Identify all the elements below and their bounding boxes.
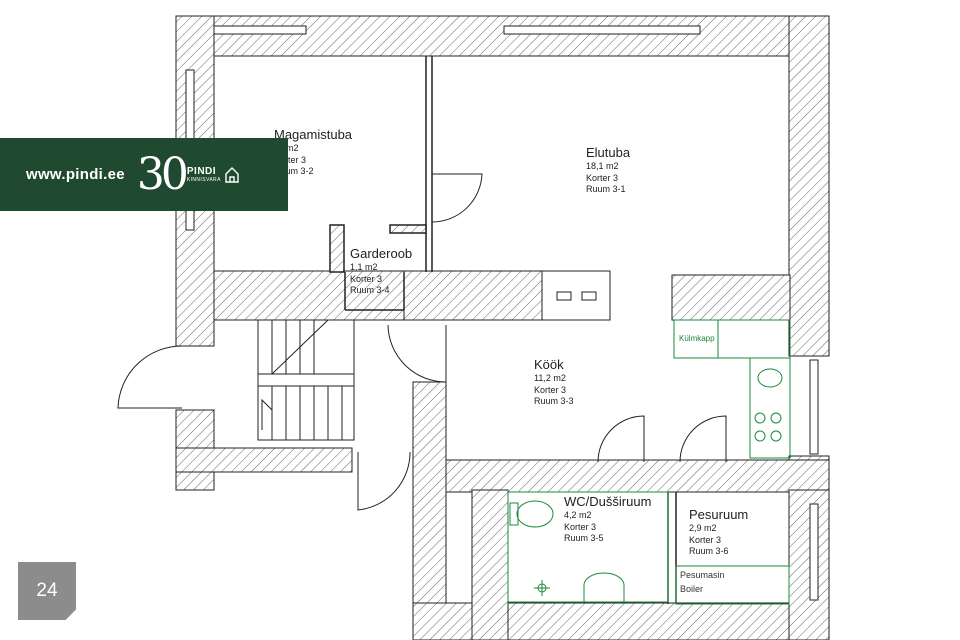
washer-label: Pesumasin	[680, 570, 725, 580]
room-apartment: Korter 3	[586, 172, 619, 183]
room-name: Köök	[534, 357, 564, 372]
room-label-kitchen: Köök 11,2 m2 Korter 3 Ruum 3-3	[534, 357, 574, 407]
kitchen-fixtures	[673, 319, 791, 459]
room-area: 11,2 m2	[534, 373, 566, 384]
logo-text: PINDI KINNISVARA	[187, 166, 221, 183]
wall-kitchen-right	[671, 274, 791, 321]
logo-subword: KINNISVARA	[186, 177, 221, 183]
website-link[interactable]: www.pindi.ee	[26, 166, 125, 183]
wall-bath-left	[471, 489, 509, 640]
fridge-label: Külmkapp	[679, 334, 715, 343]
toilet-tank	[509, 502, 519, 526]
room-apartment: Korter 3	[350, 273, 383, 284]
doors	[117, 173, 727, 511]
staircase	[257, 319, 355, 441]
brand-logo: 30 PINDI KINNISVARA	[136, 148, 239, 200]
room-label-living: Elutuba 18,1 m2 Korter 3 Ruum 3-1	[586, 145, 630, 195]
room-area: 2,9 m2	[689, 523, 717, 534]
house-icon	[225, 166, 239, 183]
room-number: Ruum 3-4	[350, 284, 390, 295]
room-apartment: Korter 3	[564, 521, 597, 532]
bath-sink	[583, 572, 625, 602]
room-label-laundry: Pesuruum 2,9 m2 Korter 3 Ruum 3-6	[689, 507, 748, 557]
room-name: Pesuruum	[689, 507, 749, 522]
counter	[717, 319, 791, 359]
window-right-lower	[809, 359, 819, 455]
window-top-right	[503, 25, 701, 35]
room-area: 4,2 m2	[564, 510, 592, 521]
shower-area	[507, 491, 669, 603]
window-right-bath	[809, 503, 819, 601]
wall-mid-horizontal-right	[403, 270, 543, 321]
stove-burner	[754, 412, 766, 424]
stove-burner	[770, 412, 782, 424]
wall-bottom-right	[788, 489, 830, 640]
stove-burner	[754, 430, 766, 442]
room-number: Ruum 3-5	[564, 532, 604, 543]
wall-chimney	[541, 270, 611, 321]
stove-burner	[770, 430, 782, 442]
wall-stair-bottom	[175, 447, 353, 473]
room-area: 18,1 m2	[586, 161, 619, 172]
room-label-wc: WC/Dušširuum 4,2 m2 Korter 3 Ruum 3-5	[564, 494, 651, 544]
wall-center-vertical	[412, 381, 447, 640]
room-number: Ruum 3-6	[689, 545, 729, 556]
wall-bath-top	[445, 459, 830, 493]
washer-boiler-box	[675, 565, 790, 605]
brand-banner[interactable]: www.pindi.ee 30 PINDI KINNISVARA	[0, 138, 288, 211]
room-number: Ruum 3-1	[586, 183, 626, 194]
sink-counter	[749, 357, 791, 459]
toilet-bowl	[516, 500, 554, 528]
room-name: WC/Dušširuum	[564, 494, 652, 509]
room-apartment: Korter 3	[274, 154, 307, 165]
room-label-bedroom: Magamistuba m2 Korter 3 Ruum 3-2	[274, 127, 352, 177]
room-area: 1,1 m2	[350, 262, 378, 273]
room-number: Ruum 3-2	[274, 165, 314, 176]
wall-right-upper	[788, 15, 830, 357]
room-label-wardrobe: Garderoob 1,1 m2 Korter 3 Ruum 3-4	[350, 246, 412, 296]
chimney-vents	[556, 291, 597, 301]
bathroom-fixtures	[507, 491, 790, 605]
room-name: Elutuba	[586, 145, 631, 160]
boiler-label: Boiler	[680, 584, 704, 594]
room-number: Ruum 3-3	[534, 395, 574, 406]
window-top-left	[213, 25, 307, 35]
room-area: m2	[286, 143, 299, 154]
room-name: Magamistuba	[274, 127, 353, 142]
room-apartment: Korter 3	[534, 384, 567, 395]
page-number-badge: 24	[18, 562, 76, 620]
kitchen-sink	[757, 368, 783, 388]
room-name: Garderoob	[350, 246, 413, 261]
wall-top	[175, 15, 830, 57]
logo-word: PINDI	[186, 166, 217, 177]
room-apartment: Korter 3	[689, 534, 722, 545]
logo-number: 30	[136, 148, 189, 200]
